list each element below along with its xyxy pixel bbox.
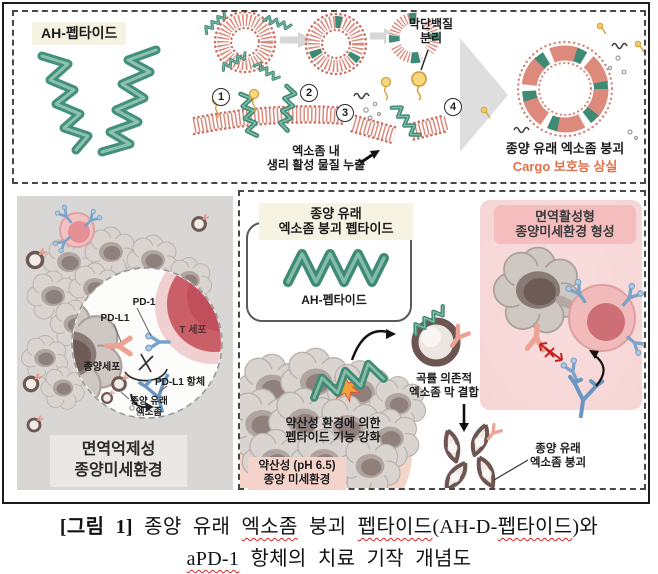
separated-membrane-protein-icon (411, 71, 427, 101)
membrane-protein-label: 막단백질 분리 (408, 17, 454, 46)
apd1-antibody-icon (562, 374, 605, 421)
exosome-icon (26, 414, 45, 433)
immunosuppressive-tme-caption: 면역억제성 종양미세환경 (50, 435, 187, 487)
curved-arrow-icon (350, 329, 389, 361)
pdl1-label: PD-L1 (100, 313, 130, 324)
step-1-badge: 1 (212, 88, 230, 106)
ah-peptide-on-tumor (310, 359, 388, 404)
immune-env-title: 면역활성형 종양미세환경 형성 (494, 205, 636, 244)
disruption-label: 종양 유래 엑소좀 붕괴 (529, 443, 587, 469)
top-panel-exosome-disruption: AH-펩타이드 1 2 3 4 막단백질 분리 엑소좀 내 생리 활성 물질 누… (12, 10, 646, 184)
result-subtitle: Cargo 보호능 상실 (512, 159, 618, 174)
disrupted-exosome (516, 40, 614, 138)
tumor-cell-label: 종양세포 (83, 362, 121, 373)
leakage-label: 엑소좀 내 생리 활성 물질 누출 (266, 144, 366, 173)
immune-activation-scene (492, 246, 644, 421)
exosome-ring-3-broken (386, 12, 442, 66)
exosome-membrane-binding (411, 305, 469, 367)
caption-figure-number: [그림 1] (59, 516, 145, 538)
exosome-mechanism-graphic (37, 12, 644, 165)
big-arrow-icon (460, 38, 508, 152)
caption-line-2: aPD-1 항체의 치료 기작 개념도 (186, 548, 472, 570)
figure-border (2, 2, 650, 504)
pdl1-antibody-label: PD-L1 항체 (154, 377, 206, 388)
left-panel-immunosuppressive-tme: PD-1 PD-L1 T 세포 종양세포 PD-L1 항체 종양 유래 엑소좀 … (17, 196, 233, 490)
exosome-ring-2 (306, 14, 366, 74)
acidic-env-label: 약산성 (pH 6.5) 종양 미세환경 (248, 457, 346, 491)
membrane-protein-icon (380, 76, 392, 101)
ah-peptide-label: AH-펩타이드 (32, 22, 127, 45)
binding-label: 곡률 의존적 엑소좀 막 결합 (409, 373, 479, 399)
tumor-exosome-label: 종양 유래 엑소좀 (130, 396, 168, 419)
exosome-icon (191, 213, 210, 232)
peptide-box-title: 종양 유래 엑소좀 붕괴 펩타이드 (259, 203, 413, 240)
blocked-interaction-icon (138, 353, 154, 373)
ah-peptide-ribbon (37, 45, 161, 157)
step-2-badge: 2 (300, 84, 318, 102)
step-3-badge: 3 (336, 104, 354, 122)
disrupted-exosome-fragments (439, 420, 503, 488)
ah-peptide-name: AH-펩타이드 (301, 293, 367, 307)
figure-caption: [그림 1] 종양 유래 엑소좀 붕괴 펩타이드(AH-D-펩타이드)와 aPD… (0, 504, 658, 574)
acidic-function-label: 약산성 환경에 의한 펩타이드 기능 강화 (285, 416, 381, 445)
leak-arrow-icon (359, 153, 373, 165)
tumor-microenvironment-graphic (21, 196, 223, 433)
step-4-badge: 4 (444, 98, 462, 116)
tcell-label: T 세포 (179, 325, 207, 336)
caption-line-1: [그림 1] 종양 유래 엑소좀 붕괴 펩타이드(AH-D-펩타이드)와 (59, 516, 599, 538)
ah-peptide-helix-icon (283, 249, 389, 287)
right-panel-therapy-mechanism: 종양 유래 엑소좀 붕괴 펩타이드 AH-펩타이드 면역활성형 종양미세환경 형… (238, 190, 646, 491)
result-title: 종양 유래 엑소좀 붕괴 (505, 141, 625, 156)
blocked-interaction-red-x (539, 342, 563, 362)
pd1-label: PD-1 (132, 297, 156, 308)
lipid-membrane (192, 86, 451, 145)
exosome-ring-1 (201, 12, 293, 84)
